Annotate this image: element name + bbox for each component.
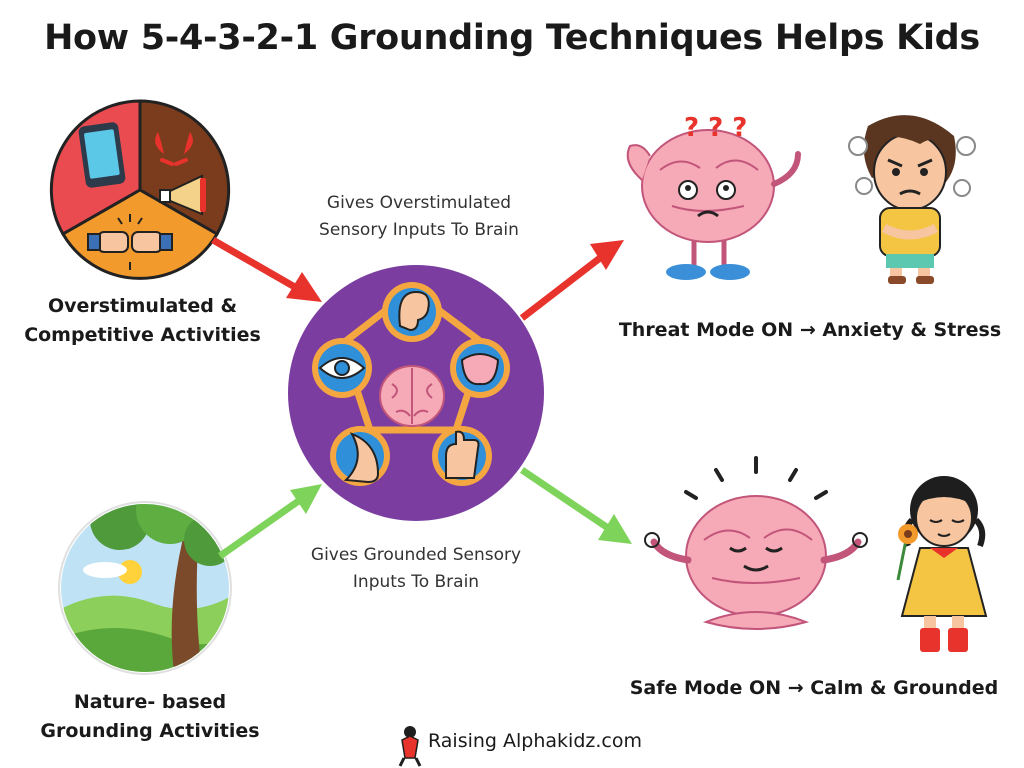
eye-icon (312, 338, 372, 398)
threat-mode-label: Threat Mode ON → Anxiety & Stress (618, 319, 1002, 341)
alphakidz-logo-icon (398, 726, 422, 767)
safe-mode-label: Safe Mode ON → Calm & Grounded (629, 677, 999, 699)
nature-scene-icon (58, 501, 232, 675)
senses-hub (288, 265, 544, 521)
arrow-green-out (520, 467, 632, 544)
overstimulated-inputs-caption: Gives Overstimulated Sensory Inputs To B… (319, 193, 519, 240)
phone-icon (78, 122, 126, 188)
brain-icon (379, 365, 445, 427)
devil-horns-icon (155, 132, 193, 166)
ear-icon (382, 282, 442, 342)
megaphone-icon (159, 174, 206, 216)
activities-pie (49, 99, 231, 280)
overstimulated-activities-label: Overstimulated & Competitive Activities (24, 295, 261, 346)
grounded-inputs-caption: Gives Grounded Sensory Inputs To Brain (310, 545, 522, 592)
tongue-icon (450, 338, 510, 398)
svg-text:? ? ?: ? ? ? (684, 113, 747, 143)
brand-name: Raising Alphakidz.com (428, 730, 642, 752)
fist-bump-icon (87, 214, 173, 270)
arrow-red-in (211, 236, 322, 302)
page-title: How 5-4-3-2-1 Grounding Techniques Helps… (44, 18, 980, 58)
calm-brain-icon (644, 456, 868, 630)
hand-icon (432, 426, 492, 486)
arrow-green-in (217, 484, 322, 559)
arrow-red-out (519, 240, 624, 321)
angry-boy-icon (848, 115, 976, 284)
nature-activities-label: Nature- based Grounding Activities (40, 691, 260, 742)
stressed-brain-icon: ? ? ? (626, 113, 801, 280)
nose-icon (330, 426, 390, 486)
girl-with-flower-icon (896, 476, 988, 652)
